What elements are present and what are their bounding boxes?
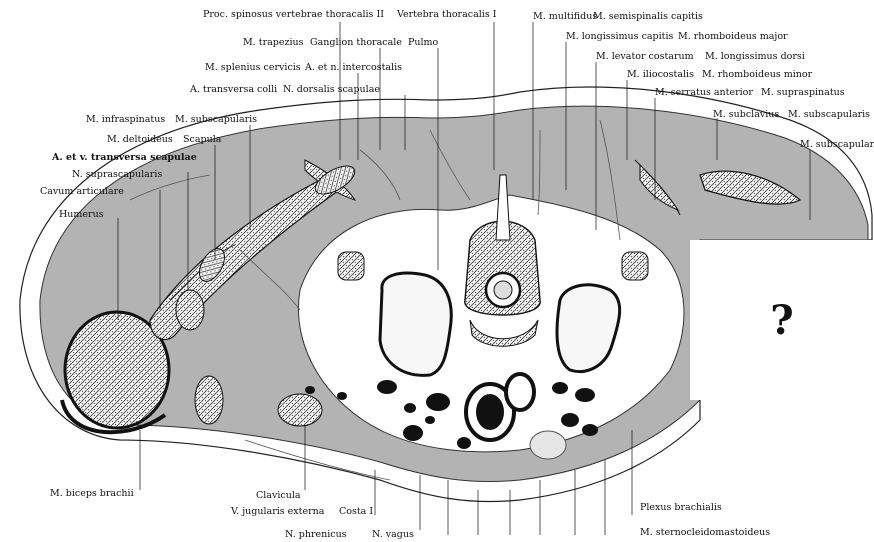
question-mark: ?	[690, 240, 874, 400]
label-plexus-brachialis: Plexus brachialis	[640, 502, 722, 513]
label-semispinalis: M. semispinalis capitis	[593, 11, 703, 22]
label-sternocleidomastoideus: M. sternocleidomastoideus	[640, 527, 770, 538]
clavicle	[278, 394, 322, 426]
label-longissimus-dorsi: M. longissimus dorsi	[705, 51, 805, 62]
label-suprascapularis: N. suprascapularis	[72, 169, 162, 180]
label-biceps-brachii: M. biceps brachii	[50, 488, 134, 499]
label-jugularis-externa: V. jugularis externa	[230, 506, 325, 517]
label-transversa-colli: A. transversa colli	[189, 84, 277, 95]
label-transversa-scapulae: A. et v. transversa scapulae	[51, 152, 197, 163]
label-subscapularis-left: M. subscapularis	[175, 114, 257, 125]
label-vagus: N. vagus	[372, 529, 414, 540]
label-costa-i: Costa I	[339, 506, 373, 517]
rib	[338, 252, 364, 280]
label-deltoideus: M. deltoideus	[107, 134, 173, 145]
label-levator-costarum: M. levator costarum	[596, 51, 694, 62]
label-rhomboideus-major: M. rhomboideus major	[678, 31, 788, 42]
label-scapula: Scapula	[183, 134, 222, 145]
label-subclavius: M. subclavius	[713, 109, 779, 120]
label-serratus-anterior: M. serratus anterior	[655, 87, 753, 98]
label-clavicula: Clavicula	[256, 490, 301, 501]
label-subscapularis-top: M. subscapularis	[788, 109, 870, 120]
label-trapezius: M. trapezius	[243, 37, 304, 48]
label-humerus: Humerus	[59, 209, 104, 220]
label-subscapularis-right: M. subscapularis	[800, 139, 874, 150]
label-multifidus: M. multifidus	[533, 11, 597, 22]
thyroid	[530, 431, 566, 459]
label-iliocostalis: M. iliocostalis	[627, 69, 694, 80]
label-rhomboideus-minor: M. rhomboideus minor	[702, 69, 813, 80]
label-vertebra-thoracalis: Vertebra thoracalis I	[396, 9, 497, 20]
lung-left	[380, 273, 451, 375]
label-pulmo: Pulmo	[408, 37, 439, 48]
label-intercostalis: A. et n. intercostalis	[304, 62, 402, 73]
label-splenius: M. splenius cervicis	[205, 62, 301, 73]
label-dorsalis-scapulae: N. dorsalis scapulae	[283, 84, 380, 95]
label-proc-spinosus: Proc. spinosus vertebrae thoracalis II	[203, 9, 384, 20]
label-supraspinatus: M. supraspinatus	[761, 87, 845, 98]
label-infraspinatus: M. infraspinatus	[86, 114, 165, 125]
label-phrenicus: N. phrenicus	[285, 529, 347, 540]
label-ganglion: Ganglion thoracale	[310, 37, 402, 48]
label-cavum-articulare: Cavum articulare	[40, 186, 124, 197]
rib	[622, 252, 648, 280]
label-longissimus-capitis: M. longissimus capitis	[566, 31, 674, 42]
